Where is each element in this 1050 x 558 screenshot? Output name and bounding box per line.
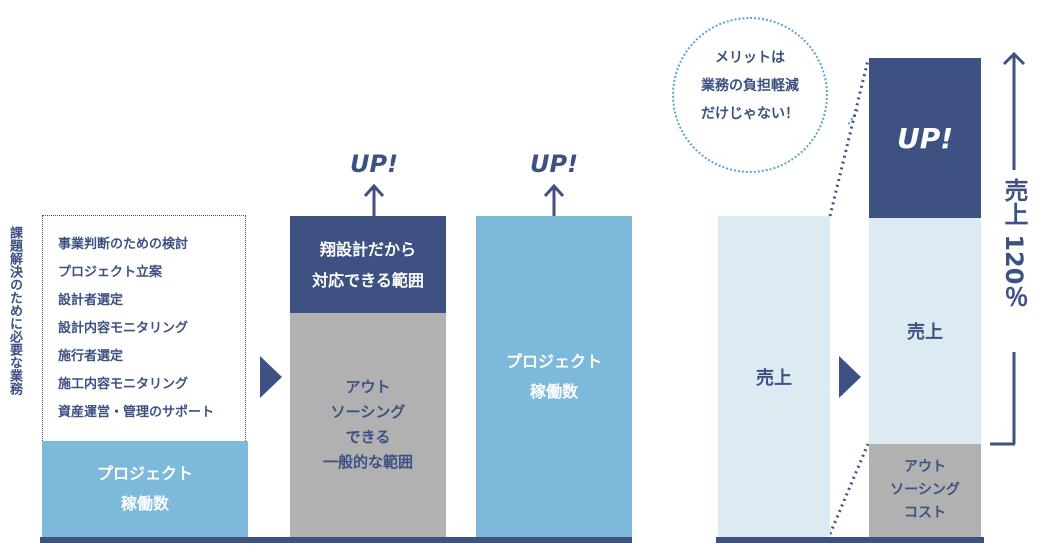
growth-bracket — [990, 52, 1026, 446]
list-item: 施工内容モニタリング — [58, 377, 189, 392]
project-count-up-block: プロジェクト 稼働数 — [476, 216, 632, 537]
baseline — [40, 537, 632, 543]
firm-scope-block: 翔設計だから 対応できる範囲 — [290, 216, 446, 313]
sales-up-block: UP! — [869, 58, 981, 218]
project-count-block: プロジェクト 稼働数 — [42, 441, 248, 537]
list-item: 設計内容モニタリング — [58, 321, 189, 336]
task-list-box — [42, 215, 246, 441]
arrow-up-icon — [543, 183, 565, 216]
outsourcing-cost-block: アウト ソーシング コスト — [869, 444, 981, 537]
connector-lines — [828, 59, 870, 535]
baseline — [716, 537, 984, 543]
arrow-right-icon — [260, 356, 282, 398]
sales-after-block: 売上 — [869, 218, 981, 444]
list-item: プロジェクト立案 — [58, 265, 163, 280]
list-item: 設計者選定 — [58, 293, 124, 308]
general-scope-block: アウト ソーシング できる 一般的な範囲 — [290, 313, 446, 537]
speech-bubble-text: メリットは 業務の負担軽減 だけじゃない！ — [701, 50, 799, 122]
task-list: 事業判断のための検討 プロジェクト立案 設計者選定 設計内容モニタリング 施行者… — [58, 231, 214, 427]
list-item: 施行者選定 — [58, 349, 124, 364]
list-item: 資産運営・管理のサポート — [58, 405, 215, 420]
vertical-heading: 課題解決のために必要な業務 — [7, 226, 22, 395]
up-label: UP! — [529, 150, 579, 178]
list-item: 事業判断のための検討 — [58, 237, 189, 252]
arrow-right-icon — [839, 356, 861, 398]
speech-bubble — [672, 17, 828, 173]
growth-label: 売上 120％ — [1000, 178, 1028, 309]
up-label: UP! — [349, 150, 399, 178]
sales-before-block: 売上 — [718, 216, 830, 537]
arrow-up-icon — [363, 183, 385, 216]
